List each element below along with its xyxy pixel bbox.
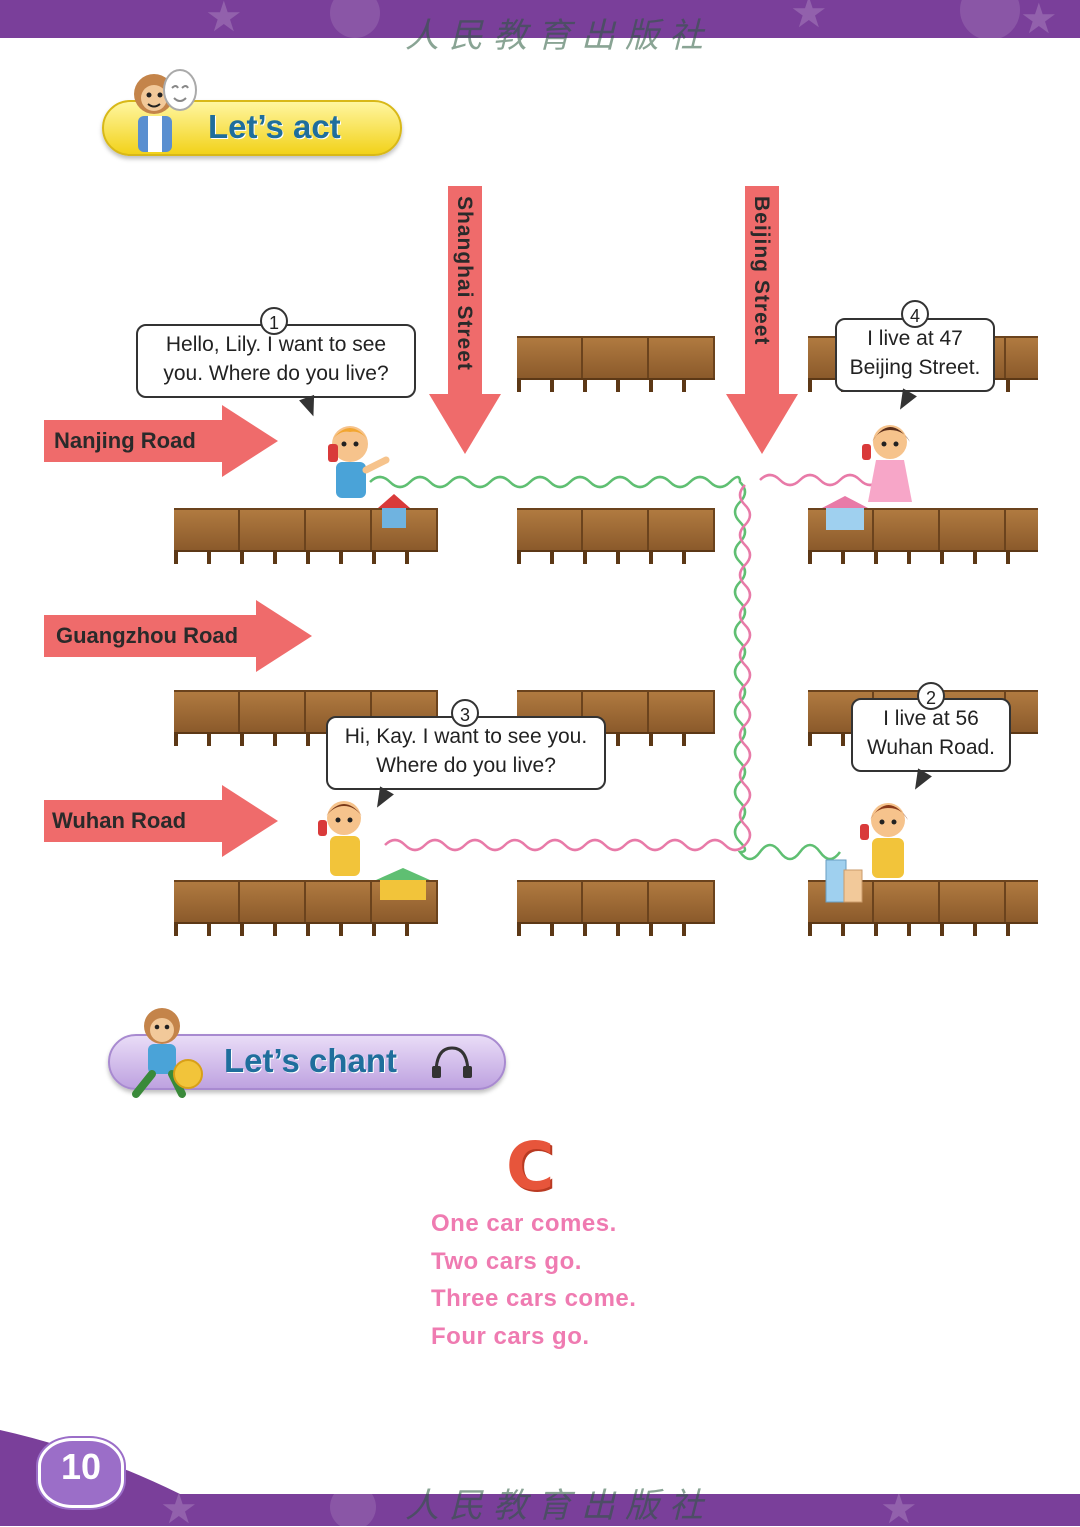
boy-on-phone-illustration <box>328 426 390 498</box>
speech-bubble-3-text: Hi, Kay. I want to see you. Where do you… <box>344 725 588 777</box>
beijing-street-label: Beijing Street <box>750 196 773 346</box>
building-block <box>517 336 715 392</box>
speech-bubble-4: I live at 47 Beijing Street. <box>835 318 995 392</box>
publisher-watermark-top: 人民教育出版社 <box>405 16 713 56</box>
speech-bubble-3: Hi, Kay. I want to see you. Where do you… <box>326 716 606 790</box>
guangzhou-road-arrow <box>44 615 258 657</box>
wuhan-road-arrow <box>44 800 230 842</box>
publisher-watermark-bottom: 人民教育出版社 <box>405 1486 713 1526</box>
shanghai-street-arrow <box>448 186 482 396</box>
chant-line-2: Two cars go. <box>431 1248 582 1275</box>
girl-on-phone-illustration <box>862 425 912 502</box>
speech-bubble-2-text: I live at 56 Wuhan Road. <box>866 707 996 759</box>
tall-building-icon <box>825 859 863 903</box>
guangzhou-road-arrowhead <box>256 600 312 672</box>
speech-bubble-1: Hello, Lily. I want to see you. Where do… <box>136 324 416 398</box>
nanjing-road-label: Nanjing Road <box>54 428 196 453</box>
shanghai-street-arrowhead <box>429 394 501 454</box>
bubble-decoration <box>960 0 1020 38</box>
star-icon: ★ <box>160 1494 198 1526</box>
speech-bubble-1-text: Hello, Lily. I want to see you. Where do… <box>163 333 389 385</box>
girl-lily-on-phone-illustration <box>860 803 908 878</box>
star-icon: ★ <box>880 1494 918 1526</box>
monkey-mask-icon <box>134 69 197 152</box>
lets-chant-title: Let’s chant <box>224 1042 397 1079</box>
star-icon: ★ <box>205 0 243 38</box>
speech-bubble-2: I live at 56 Wuhan Road. <box>851 698 1011 772</box>
lets-act-title: Let’s act <box>208 108 341 145</box>
beijing-street-arrowhead <box>726 394 798 454</box>
star-icon: ★ <box>1020 0 1058 38</box>
building-block <box>517 690 715 746</box>
boy-kay-on-phone-illustration <box>318 801 362 876</box>
chant-line-3: Three cars come. <box>431 1285 637 1312</box>
bottom-decorative-band: ★ ★ <box>0 1494 1080 1526</box>
bubble-number-4: 4 <box>901 300 929 328</box>
beijing-street-arrow <box>745 186 779 396</box>
bubble-number-1: 1 <box>260 307 288 335</box>
star-icon: ★ <box>790 0 828 36</box>
bubble-number-3: 3 <box>451 699 479 727</box>
bubble-decoration <box>330 1494 376 1526</box>
building-block <box>517 880 715 936</box>
chant-letter: C <box>506 1128 555 1205</box>
green-wire <box>369 475 842 861</box>
small-house-icon <box>378 494 410 528</box>
guangzhou-road-label: Guangzhou Road <box>56 623 239 648</box>
speech-bubble-4-text: I live at 47 Beijing Street. <box>849 327 981 379</box>
bubble-number-2: 2 <box>917 682 945 710</box>
headphones-icon <box>432 1046 472 1078</box>
pink-house-icon <box>822 496 868 530</box>
green-house-icon <box>376 868 430 900</box>
page-number-badge <box>38 1438 124 1508</box>
wuhan-road-arrowhead <box>222 785 278 857</box>
chant-line-4: Four cars go. <box>431 1323 590 1350</box>
top-decorative-band: ★ ★ ★ <box>0 0 1080 38</box>
nanjing-road-arrow <box>44 420 230 462</box>
shanghai-street-label: Shanghai Street <box>453 196 476 371</box>
wuhan-road-label: Wuhan Road <box>52 808 187 833</box>
nanjing-road-arrowhead <box>222 405 278 477</box>
monkey-with-cymbal-icon <box>132 1008 203 1098</box>
chant-line-1: One car comes. <box>431 1210 617 1237</box>
page-number: 10 <box>60 1446 102 1487</box>
pink-wire <box>384 473 892 852</box>
building-block <box>517 508 715 564</box>
